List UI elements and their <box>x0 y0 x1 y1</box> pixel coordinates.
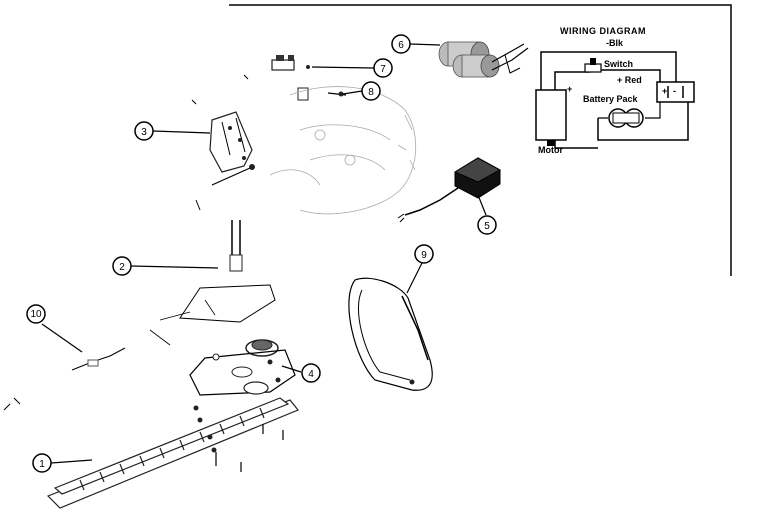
switch-part <box>271 55 310 71</box>
callout-8-label: 8 <box>368 87 374 98</box>
wiring-diagram-title: WIRING DIAGRAM <box>560 26 646 36</box>
callout-5: 5 <box>477 215 497 235</box>
blade-part-1 <box>46 397 299 509</box>
switch-label: Switch <box>604 59 633 69</box>
callout-6: 6 <box>391 34 411 54</box>
callout-3: 3 <box>134 121 154 141</box>
wire-label-blk: -Blk <box>606 38 624 48</box>
wiring-diagram-frame <box>229 4 732 276</box>
callout-8: 8 <box>361 81 381 101</box>
svg-text:+: + <box>567 84 572 94</box>
bracket-part-3 <box>191 74 255 211</box>
wire-battery-loop <box>598 102 661 119</box>
callout-1: 1 <box>32 453 52 473</box>
callout-1-label: 1 <box>39 459 45 470</box>
charger-part-5 <box>397 157 502 223</box>
housing-ghost-outline <box>269 86 417 215</box>
small-part-10 <box>3 347 126 411</box>
wire-label-red: + Red <box>617 75 642 85</box>
motor-label: Motor <box>538 145 563 155</box>
callout-9-label: 9 <box>421 250 427 261</box>
callout-7: 7 <box>373 58 393 78</box>
callout-10-label: 10 <box>30 309 42 320</box>
callout-10: 10 <box>26 304 46 324</box>
gear-plate-part-4 <box>189 339 296 396</box>
battery-pack-part <box>438 41 529 78</box>
callout-7-label: 7 <box>380 64 386 75</box>
callout-2-label: 2 <box>119 262 125 273</box>
screw-part-8 <box>297 87 347 101</box>
battery-cells-icon <box>608 108 644 128</box>
callout-5-label: 5 <box>484 221 490 232</box>
wire-black <box>540 51 677 90</box>
callout-4-label: 4 <box>308 369 314 380</box>
minus-sign: - <box>673 86 676 96</box>
battery-terminal-box: + - <box>656 81 695 103</box>
wire-to-switch <box>554 71 590 90</box>
plus-sign: + <box>662 86 667 96</box>
motor-symbol: + <box>535 84 572 146</box>
callout-3-label: 3 <box>141 127 147 138</box>
callout-9: 9 <box>414 244 434 264</box>
callout-leaders <box>41 43 487 464</box>
shaft-part-2 <box>149 220 276 346</box>
blade-guard-part-9 <box>348 277 433 391</box>
battery-pack-label: Battery Pack <box>583 94 639 104</box>
callout-2: 2 <box>112 256 132 276</box>
callout-4: 4 <box>301 363 321 383</box>
callout-6-label: 6 <box>398 40 404 51</box>
wire-red <box>600 69 661 82</box>
switch-symbol <box>584 58 602 73</box>
wiring-diagram: WIRING DIAGRAM -Blk Switch + Red Battery… <box>229 4 732 276</box>
